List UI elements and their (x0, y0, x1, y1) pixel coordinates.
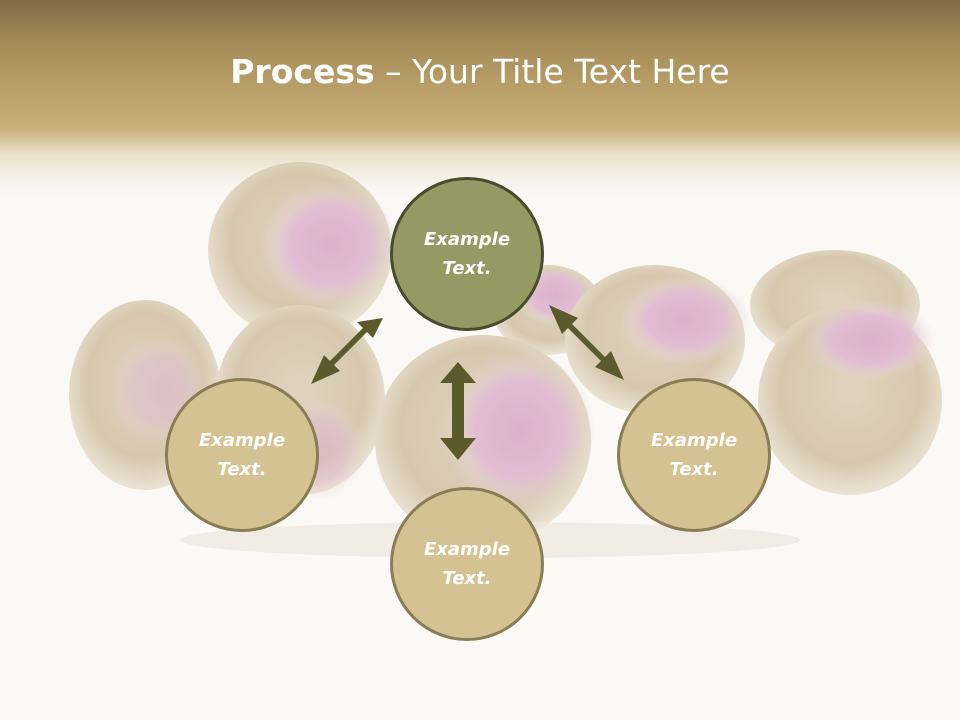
double-arrow-up-left (311, 318, 383, 384)
header-band (0, 0, 960, 200)
bottom-node: Example Text. (390, 487, 544, 641)
top-center-node: Example Text. (390, 177, 544, 331)
title-bold-part: Process (230, 52, 375, 91)
right-node: Example Text. (617, 378, 771, 532)
top-node-text: Example Text. (423, 229, 511, 279)
double-arrow-up-right (549, 305, 624, 380)
left-node-text: Example Text. (198, 430, 286, 480)
title-rest-part: – Your Title Text Here (374, 52, 730, 91)
right-node-text: Example Text. (650, 430, 738, 480)
left-node: Example Text. (165, 378, 319, 532)
bottom-node-text: Example Text. (423, 539, 511, 589)
double-arrow-vertical (440, 362, 476, 460)
slide-title: Process – Your Title Text Here (0, 52, 960, 91)
